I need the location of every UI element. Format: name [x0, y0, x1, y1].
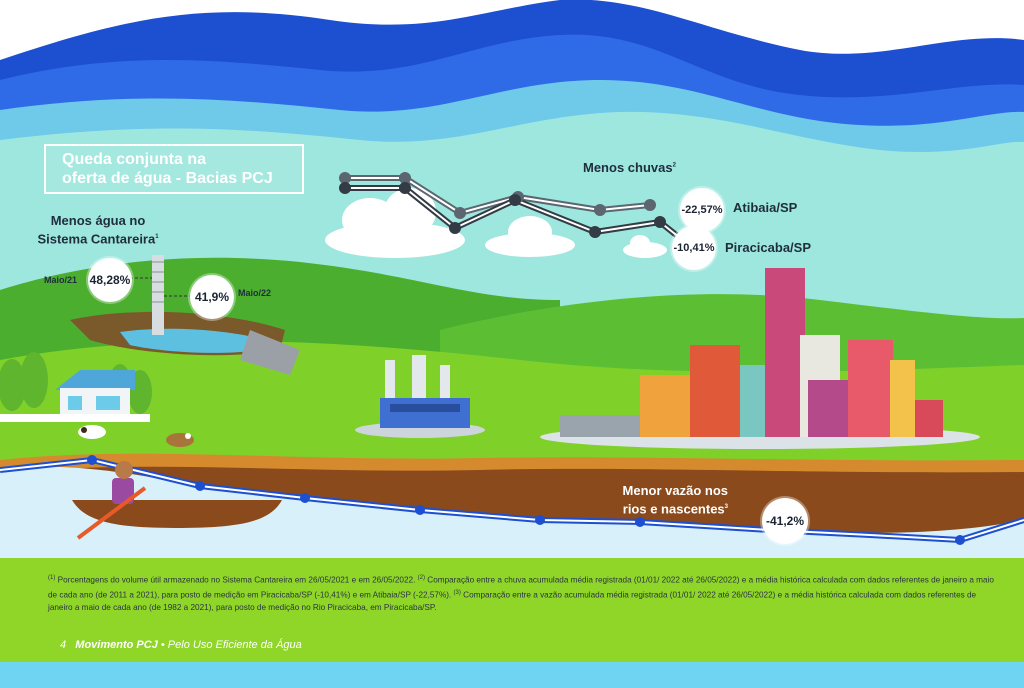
cantareira-value-start-bubble: 48,28%: [88, 258, 132, 302]
note-2-ref: (2): [417, 575, 425, 581]
title-line-1: Queda conjunta na: [62, 151, 207, 168]
rain-lines: [339, 172, 682, 241]
piracicaba-value-bubble: -10,41%: [672, 226, 716, 270]
rain-heading-text: Menos chuvas: [583, 160, 673, 175]
flow-value: -41,2%: [765, 514, 805, 528]
footer-brand: Movimento PCJ: [75, 639, 158, 651]
atibaia-value: -22,57%: [681, 204, 723, 216]
clouds: [325, 188, 667, 258]
note-2: Comparação entre a chuva acumulada média…: [48, 575, 994, 600]
cantareira-heading: Menos água no Sistema Cantareira1: [28, 212, 168, 247]
flow-heading: Menor vazão nos rios e nascentes3: [618, 482, 728, 517]
footnote-text: (1) Porcentagens do volume útil armazena…: [48, 572, 998, 614]
canoe: [72, 461, 282, 540]
cantareira-value-start: 48,28%: [89, 273, 131, 287]
gauge-pole: [152, 255, 164, 335]
cantareira-heading-line-2: Sistema Cantareira: [37, 231, 156, 247]
rain-footnote-ref: 2: [672, 162, 676, 169]
cantareira-label-end: Maio/22: [238, 288, 272, 298]
cantareira-heading-line-1: Menos água no: [50, 213, 146, 228]
title-line-2: oferta de água - Bacias PCJ: [62, 170, 273, 187]
flow-heading-line-1: Menor vazão nos: [622, 483, 728, 498]
bottom-green: [0, 558, 1024, 663]
cows: [78, 425, 194, 447]
cantareira-value-end: 41,9%: [194, 290, 230, 304]
page-footer: 4 Movimento PCJ • Pelo Uso Eficiente da …: [60, 639, 302, 651]
atibaia-value-bubble: -22,57%: [680, 188, 724, 232]
note-1-ref: (1): [48, 575, 56, 581]
cantareira-value-end-bubble: 41,9%: [190, 275, 234, 319]
factory: [355, 355, 485, 438]
flow-value-bubble: -41,2%: [762, 498, 808, 544]
note-3: Comparação entre a vazão acumulada média…: [48, 590, 977, 613]
cantareira-footnote-ref: 1: [155, 234, 159, 240]
footer-band: [0, 662, 1024, 688]
house: [55, 370, 135, 418]
title-box: Queda conjunta na oferta de água - Bacia…: [44, 144, 304, 194]
piracicaba-label: Piracicaba/SP: [725, 240, 811, 255]
rain-heading: Menos chuvas2: [583, 160, 676, 175]
page-number: 4: [60, 639, 67, 651]
footnotes: (1) Porcentagens do volume útil armazena…: [48, 572, 998, 614]
piracicaba-value: -10,41%: [673, 242, 715, 254]
flow-heading-line-2: rios e nascentes: [622, 501, 725, 517]
note-3-ref: (3): [453, 589, 461, 596]
cantareira-label-start: Maio/21: [44, 275, 78, 285]
footer-separator: •: [160, 639, 165, 651]
fence: [0, 414, 150, 422]
city: [540, 268, 980, 449]
soil-edge: [0, 453, 1024, 474]
atibaia-label: Atibaia/SP: [733, 200, 798, 215]
note-1: Porcentagens do volume útil armazenado n…: [57, 575, 416, 585]
flow-markers: [87, 455, 965, 545]
flow-footnote-ref: 3: [724, 504, 728, 510]
dam: [240, 330, 300, 375]
footer-tagline: Pelo Uso Eficiente da Água: [167, 639, 302, 651]
